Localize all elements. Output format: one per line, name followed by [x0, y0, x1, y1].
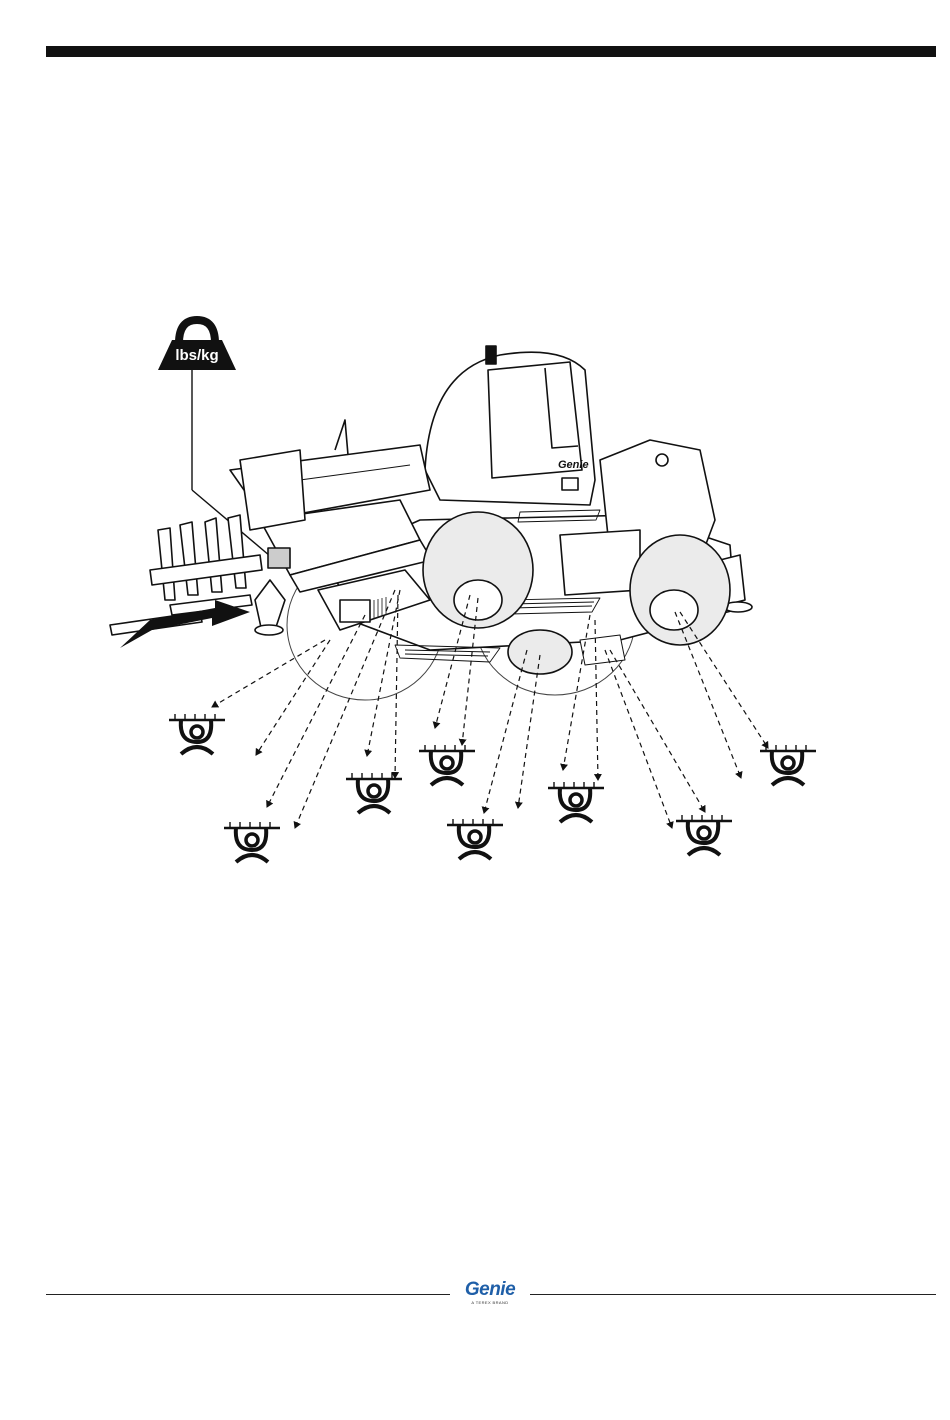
logo-text: Genie	[452, 1280, 528, 1300]
tie-down-point-icon	[760, 745, 816, 785]
tie-down-point-icon	[676, 815, 732, 855]
tie-down-point-icon	[447, 819, 503, 859]
weight-label: lbs/kg	[175, 347, 218, 364]
machine-brand: Genie	[558, 459, 589, 471]
tie-down-point-icon	[169, 714, 225, 754]
tie-down-point-icon	[419, 745, 475, 785]
telehandler-illustration: Genie	[110, 346, 752, 700]
footer-rule-right	[530, 1294, 936, 1295]
tie-down-point-icon	[548, 782, 604, 822]
tie-down-point-icon	[346, 773, 402, 813]
logo-tagline: A TEREX BRAND	[452, 1300, 528, 1306]
footer-rule-left	[46, 1294, 450, 1295]
tie-down-point-icon	[224, 822, 280, 862]
genie-logo: Genie A TEREX BRAND	[452, 1280, 528, 1310]
